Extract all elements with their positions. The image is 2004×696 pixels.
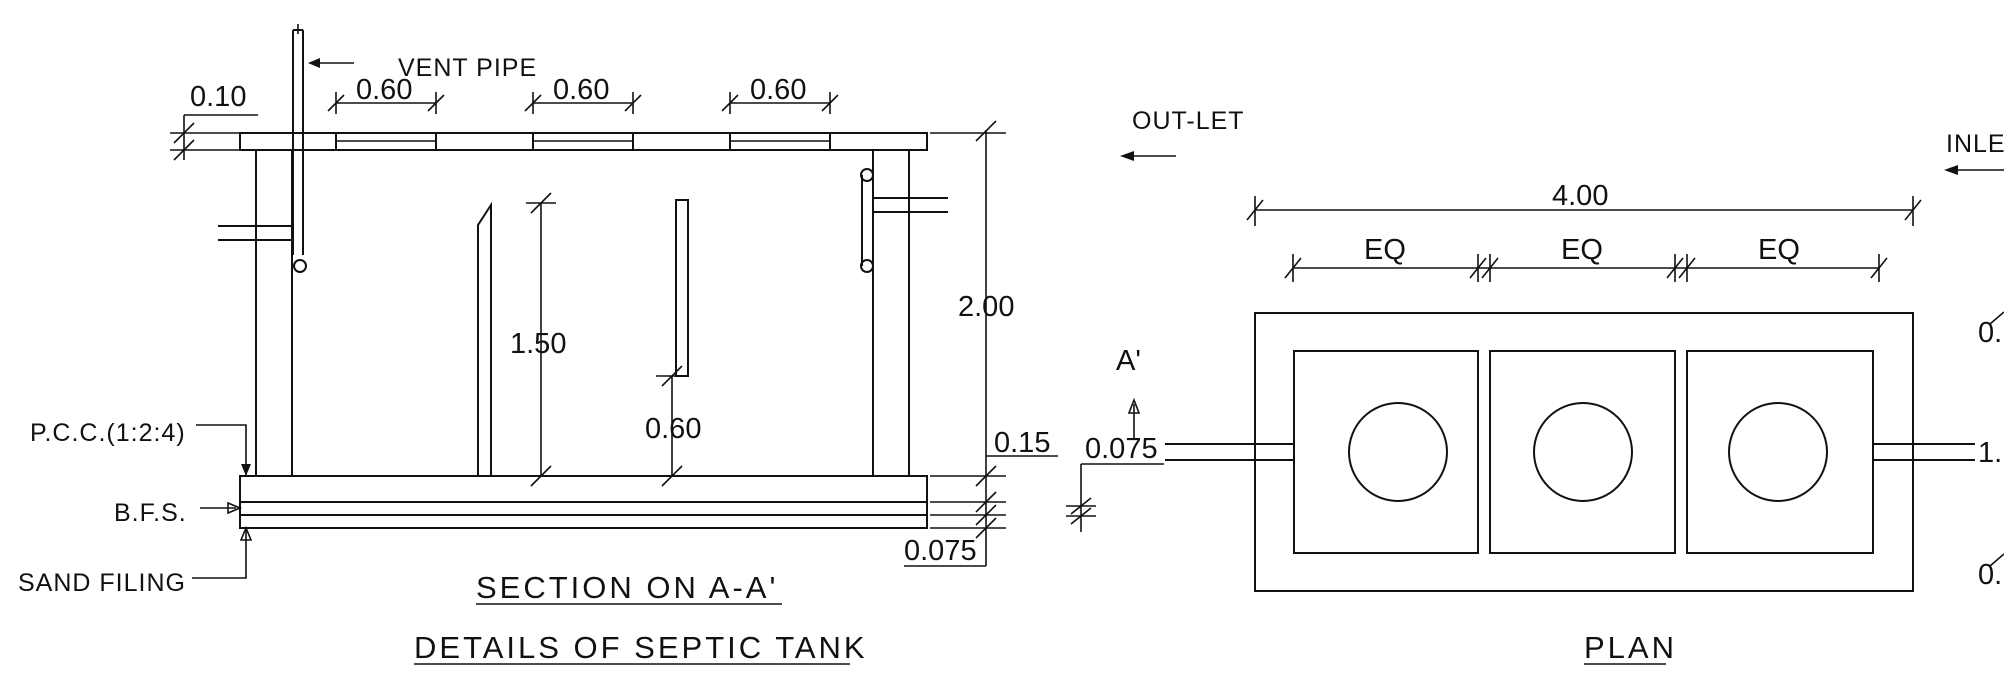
plan-inlet-pipe [1873, 443, 1975, 461]
bay-2-label: EQ [1561, 234, 1603, 266]
opening-1-label: 0.60 [356, 74, 412, 106]
vent-pipe-label: VENT PIPE [398, 54, 537, 82]
baffle-height-label: 1.50 [510, 328, 566, 360]
chamber-2 [1489, 350, 1676, 554]
opening-3-label: 0.60 [750, 74, 806, 106]
dim-bays [1284, 254, 1888, 282]
plan-title: PLAN [1584, 630, 1677, 665]
plan-outlet-pipe [1165, 443, 1294, 461]
brick-flat-soling [239, 501, 928, 516]
bfs-thk-label: 0.075 [904, 535, 977, 567]
sand-filling [239, 514, 928, 529]
dim-baffle-gap [656, 365, 688, 487]
dim-baffle-height [526, 192, 556, 487]
cover-slab-thk-label: 0.10 [190, 81, 246, 113]
sand-filling-label: SAND FILING [18, 569, 186, 597]
left-wall [255, 149, 293, 477]
manhole-1 [1348, 402, 1448, 502]
outlet-pipe [860, 168, 948, 273]
overall-length-label: 4.00 [1552, 180, 1608, 212]
tank-outer [1254, 312, 1914, 592]
bay-1-label: EQ [1364, 234, 1406, 266]
plan-left-dim-label: 0.075 [1085, 433, 1158, 465]
baffle-left [477, 201, 492, 477]
pcc-label: P.C.C.(1:2:4) [30, 419, 186, 447]
plan-view: OUT-LET INLE A' 4.00 [1066, 107, 2004, 665]
dim-overall-length [1246, 196, 1922, 226]
section-title: SECTION ON A-A' [476, 570, 778, 605]
main-title: DETAILS OF SEPTIC TANK [414, 630, 868, 665]
bay-3-label: EQ [1758, 234, 1800, 266]
dim-cover-thk [170, 114, 258, 161]
baffle-gap-label: 0.60 [645, 413, 701, 445]
base-slab-thk-label: 0.15 [994, 427, 1050, 459]
cover-slab [239, 132, 928, 151]
dim-plan-left [1066, 463, 1164, 532]
manhole-2 [1533, 402, 1633, 502]
plan-right-dim-mid: 1. [1978, 437, 2002, 469]
opening-2-label: 0.60 [553, 74, 609, 106]
inlet-label: INLE [1946, 130, 2004, 158]
dim-openings [327, 92, 839, 114]
plan-right-dim-bot: 0. [1978, 559, 2002, 591]
chamber-3 [1686, 350, 1874, 554]
chamber-1 [1293, 350, 1479, 554]
outlet-label: OUT-LET [1132, 107, 1245, 135]
vent-pipe [218, 24, 354, 273]
baffle-right [675, 199, 689, 377]
overall-height-label: 2.00 [958, 291, 1014, 323]
section-mark: A' [1116, 345, 1141, 377]
base-slab [239, 475, 928, 503]
manhole-3 [1728, 402, 1828, 502]
dim-overall-height [904, 120, 1058, 567]
leader-lines [192, 424, 253, 579]
section-view: VENT PIPE 0.10 0.60 0.60 0.60 2.00 1.50 … [18, 24, 1058, 665]
bfs-label: B.F.S. [114, 499, 187, 527]
plan-right-dim-top: 0. [1978, 317, 2002, 349]
